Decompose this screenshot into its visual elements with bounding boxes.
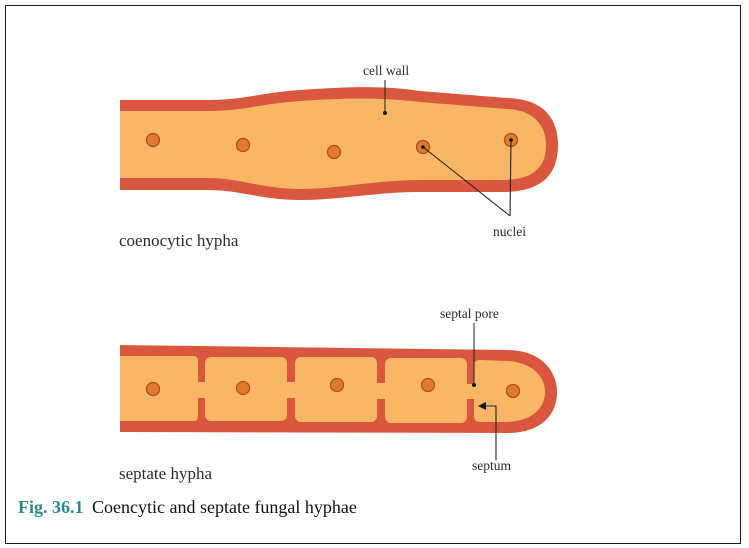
septal-pore (285, 382, 297, 398)
nucleus (331, 379, 344, 392)
septal-pore (196, 382, 207, 398)
nucleus (237, 139, 250, 152)
coenocytic-hypha-label: coenocytic hypha (119, 231, 239, 250)
nucleus (422, 379, 435, 392)
coenocytic-cytoplasm (120, 99, 546, 190)
septate-hypha-label: septate hypha (119, 464, 212, 483)
figure-number: Fig. 36.1 (18, 497, 84, 517)
cell-wall-label: cell wall (363, 63, 409, 78)
nucleus (237, 382, 250, 395)
figure-caption-text: Coencytic and septate fungal hyphae (92, 497, 357, 517)
septal-pore-label: septal pore (440, 306, 499, 321)
figure-caption: Fig. 36.1 Coencytic and septate fungal h… (18, 497, 357, 518)
nucleus (328, 146, 341, 159)
nucleus (147, 134, 160, 147)
nuclei-label: nuclei (493, 224, 526, 239)
septum-label: septum (472, 458, 511, 473)
cell-wall-leader-dot (383, 111, 387, 115)
coenocytic-hypha (120, 87, 558, 200)
septate-hypha (120, 345, 557, 433)
septal-pore-leader-dot (472, 383, 476, 387)
septal-pore (375, 383, 387, 399)
nuclei-leader-dot (421, 145, 425, 149)
nucleus (147, 383, 160, 396)
nuclei-leader-dot (509, 138, 513, 142)
nucleus (507, 385, 520, 398)
